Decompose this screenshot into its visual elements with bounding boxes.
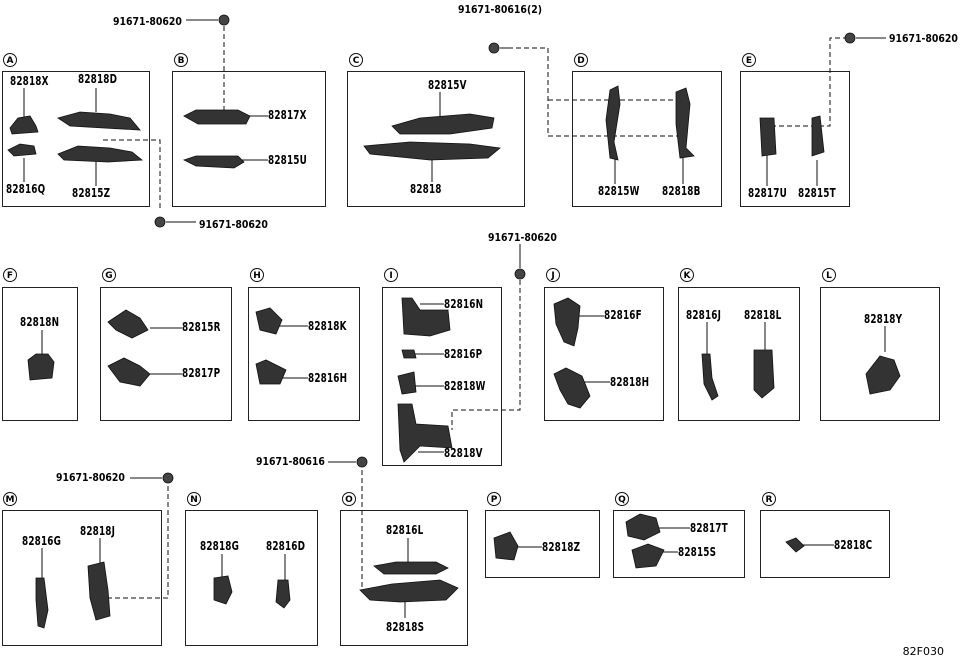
part-label-82815W: 82815W bbox=[598, 184, 640, 198]
section-marker-a: A bbox=[3, 53, 17, 67]
part-label-82815R: 82815R bbox=[182, 320, 221, 334]
bolt-label-d: 91671-80616(2) bbox=[458, 3, 542, 16]
part-label-82816L: 82816L bbox=[386, 523, 424, 537]
section-marker-b: B bbox=[174, 53, 188, 67]
part-label-82818Z: 82818Z bbox=[542, 540, 581, 554]
part-label-82818D: 82818D bbox=[78, 72, 118, 86]
part-label-82818N: 82818N bbox=[20, 315, 60, 329]
part-label-82818J: 82818J bbox=[80, 524, 116, 538]
part-label-82818G: 82818G bbox=[200, 539, 240, 553]
section-marker-j: J bbox=[546, 268, 560, 282]
part-label-82816P: 82816P bbox=[444, 347, 483, 361]
part-label-82818X: 82818X bbox=[10, 74, 49, 88]
section-marker-m: M bbox=[3, 492, 17, 506]
section-c bbox=[347, 71, 525, 207]
section-g bbox=[100, 287, 232, 421]
section-marker-l: L bbox=[822, 268, 836, 282]
section-marker-f: F bbox=[3, 268, 17, 282]
section-b bbox=[172, 71, 326, 207]
part-label-82818V: 82818V bbox=[444, 446, 483, 460]
part-label-82817U: 82817U bbox=[748, 186, 787, 200]
section-a bbox=[2, 71, 150, 207]
section-marker-h: H bbox=[250, 268, 264, 282]
section-marker-o: O bbox=[342, 492, 356, 506]
part-label-82817T: 82817T bbox=[690, 521, 728, 535]
section-marker-q: Q bbox=[615, 492, 629, 506]
part-label-82815S: 82815S bbox=[678, 545, 717, 559]
part-label-82815V: 82815V bbox=[428, 78, 467, 92]
part-label-82818S: 82818S bbox=[386, 620, 425, 634]
section-m bbox=[2, 510, 162, 646]
part-label-82816D: 82816D bbox=[266, 539, 306, 553]
part-label-82818B: 82818B bbox=[662, 184, 701, 198]
bolt-label-e: 91671-80620 bbox=[889, 32, 958, 45]
bolt-label-i: 91671-80620 bbox=[488, 231, 557, 244]
section-l bbox=[820, 287, 940, 421]
section-marker-c: C bbox=[349, 53, 363, 67]
part-label-82818: 82818 bbox=[410, 182, 442, 196]
part-label-82818Y: 82818Y bbox=[864, 312, 903, 326]
part-label-82815U: 82815U bbox=[268, 153, 307, 167]
section-k bbox=[678, 287, 800, 421]
part-label-82818W: 82818W bbox=[444, 379, 486, 393]
section-n bbox=[185, 510, 318, 646]
part-label-82817X: 82817X bbox=[268, 108, 307, 122]
section-marker-i: I bbox=[384, 268, 398, 282]
section-o bbox=[340, 510, 468, 646]
section-d bbox=[572, 71, 722, 207]
section-marker-r: R bbox=[762, 492, 776, 506]
section-marker-n: N bbox=[187, 492, 201, 506]
part-label-82817P: 82817P bbox=[182, 366, 221, 380]
section-j bbox=[544, 287, 664, 421]
section-marker-p: P bbox=[487, 492, 501, 506]
section-marker-k: K bbox=[680, 268, 694, 282]
bolt-label-m: 91671-80620 bbox=[56, 471, 125, 484]
part-label-82816F: 82816F bbox=[604, 308, 642, 322]
part-label-82818H: 82818H bbox=[610, 375, 650, 389]
bolt-label-o: 91671-80616 bbox=[256, 455, 325, 468]
part-label-82818K: 82818K bbox=[308, 319, 347, 333]
part-label-82818C: 82818C bbox=[834, 538, 873, 552]
bolt-label-a: 91671-80620 bbox=[199, 218, 268, 231]
bolt-label-b: 91671-80620 bbox=[113, 15, 182, 28]
section-marker-d: D bbox=[574, 53, 588, 67]
part-label-82816J: 82816J bbox=[686, 308, 722, 322]
section-e bbox=[740, 71, 850, 207]
section-marker-g: G bbox=[102, 268, 116, 282]
part-label-82816Q: 82816Q bbox=[6, 182, 46, 196]
part-label-82818L: 82818L bbox=[744, 308, 782, 322]
diagram-code: 82F030 bbox=[902, 645, 944, 658]
part-label-82815T: 82815T bbox=[798, 186, 836, 200]
part-label-82816N: 82816N bbox=[444, 297, 484, 311]
part-label-82815Z: 82815Z bbox=[72, 186, 111, 200]
section-r bbox=[760, 510, 890, 578]
part-label-82816H: 82816H bbox=[308, 371, 348, 385]
section-marker-e: E bbox=[742, 53, 756, 67]
part-label-82816G: 82816G bbox=[22, 534, 62, 548]
